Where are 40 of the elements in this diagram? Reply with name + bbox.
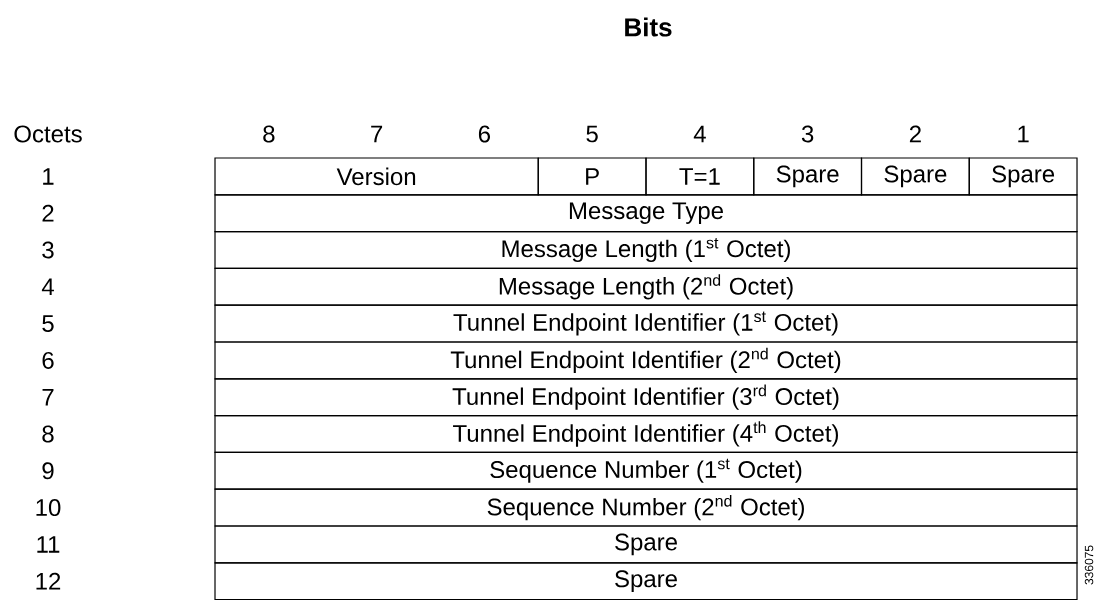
table-cell: Spare <box>214 562 1078 600</box>
table-cell: Message Type <box>214 194 1078 233</box>
table-cell: Tunnel Endpoint Identifier (2$^{nd}$ Octet) <box>214 341 1078 380</box>
axis-label: Octets <box>14 125 82 143</box>
octet-number: 8 <box>42 425 54 443</box>
octet-number: 12 <box>36 572 61 590</box>
figure-number: 336075 <box>1084 545 1094 585</box>
table-cell: Spare <box>860 157 970 196</box>
octet-number: 7 <box>42 388 54 406</box>
table-cell: Spare <box>753 157 863 196</box>
table-cell: Tunnel Endpoint Identifier (3$^{rd}$ Octet) <box>214 378 1078 417</box>
octet-number: 2 <box>42 204 54 222</box>
table-cell: Sequence Number (2$^{nd}$ Octet) <box>214 488 1078 527</box>
heading: Bits <box>625 17 672 37</box>
table-cell: Version <box>214 157 539 196</box>
table-cell: Tunnel Endpoint Identifier (4$^{th}$ Octet) <box>214 415 1078 453</box>
octet-number: 5 <box>42 315 54 332</box>
octet-number: 4 <box>41 278 54 296</box>
table-cell: Spare <box>968 157 1078 196</box>
octet-number: 9 <box>42 462 54 480</box>
table-cell: Sequence Number (1$^{st}$ Octet) <box>214 451 1078 490</box>
bit-number: 1 <box>1018 125 1029 143</box>
bit-number: 7 <box>371 125 383 143</box>
table-cell: T=1 <box>645 157 755 196</box>
table-cell: Spare <box>214 525 1078 564</box>
table-cell: Tunnel Endpoint Identifier (1$^{st}$ Octet) <box>214 304 1078 343</box>
bit-number: 5 <box>586 125 598 143</box>
bit-number: 3 <box>801 125 814 143</box>
octet-number: 3 <box>42 241 54 259</box>
octet-number: 10 <box>36 499 61 517</box>
bit-number: 2 <box>909 125 921 143</box>
octet-number: 11 <box>37 536 60 553</box>
bit-number: 4 <box>693 125 706 143</box>
table-cell: Message Length (2$^{nd}$ Octet) <box>214 267 1078 306</box>
table-cell: P <box>537 157 647 196</box>
bit-number: 6 <box>478 125 490 143</box>
table-cell: Message Length (1$^{st}$ Octet) <box>214 231 1078 269</box>
bit-number: 8 <box>263 125 275 143</box>
octet-number: 1 <box>43 168 54 185</box>
octet-number: 6 <box>42 351 54 369</box>
